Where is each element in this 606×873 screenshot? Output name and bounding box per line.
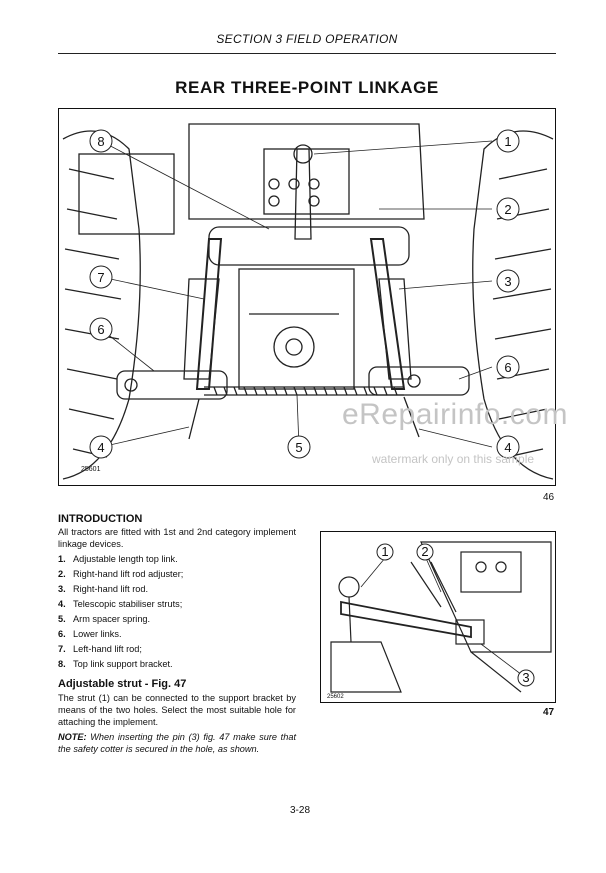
list-item: 8.Top link support bracket. — [58, 659, 173, 669]
list-item: 2.Right-hand lift rod adjuster; — [58, 569, 184, 579]
list-item: 6.Lower links. — [58, 629, 122, 639]
callout-2: 2 — [496, 197, 520, 221]
callout-3: 3 — [496, 269, 520, 293]
svg-text:4: 4 — [97, 440, 104, 455]
callout-1: 1 — [496, 129, 520, 153]
callout-2-fig47: 2 — [416, 543, 434, 561]
svg-text:5: 5 — [295, 440, 302, 455]
svg-text:1: 1 — [381, 544, 388, 559]
callout-6-left: 6 — [89, 317, 113, 341]
svg-text:7: 7 — [97, 270, 104, 285]
callout-3-fig47: 3 — [517, 669, 535, 687]
svg-text:6: 6 — [504, 360, 511, 375]
introduction-text: All tractors are fitted with 1st and 2nd… — [58, 527, 296, 549]
svg-text:3: 3 — [522, 670, 529, 685]
svg-text:1: 1 — [504, 134, 511, 149]
svg-text:2: 2 — [421, 544, 428, 559]
adjustable-strut-text: The strut (1) can be connected to the su… — [58, 693, 296, 727]
figure-47: 1 2 3 25602 — [320, 531, 556, 703]
list-item: 5.Arm spacer spring. — [58, 614, 151, 624]
note-paragraph: NOTE: When inserting the pin (3) fig. 47… — [58, 731, 296, 755]
linkage-illustration: 1 2 3 4 5 6 6 7 8 4 25601 — [62, 123, 554, 480]
figure-code: 25601 — [81, 466, 101, 473]
figure-47-code: 25602 — [327, 694, 344, 700]
parts-list: 1.Adjustable length top link. 2.Right-ha… — [58, 552, 298, 672]
list-item: 1.Adjustable length top link. — [58, 554, 178, 564]
callout-5: 5 — [287, 435, 311, 459]
callout-1-fig47: 1 — [376, 543, 394, 561]
svg-text:6: 6 — [97, 322, 104, 337]
callout-8: 8 — [89, 129, 113, 153]
figure-number-47: 47 — [543, 707, 555, 718]
svg-text:4: 4 — [504, 440, 511, 455]
list-item: 7.Left-hand lift rod; — [58, 644, 142, 654]
watermark-notice: watermark only on this sample — [372, 452, 535, 466]
header-rule — [58, 53, 556, 54]
introduction-heading: INTRODUCTION — [58, 513, 143, 525]
page-number: 3-28 — [290, 805, 311, 816]
section-header: SECTION 3 FIELD OPERATION — [216, 32, 398, 46]
callout-6-right: 6 — [496, 355, 520, 379]
svg-text:2: 2 — [504, 202, 511, 217]
svg-text:8: 8 — [97, 134, 104, 149]
figure-number-46: 46 — [543, 492, 555, 503]
strut-illustration: 1 2 3 25602 — [327, 541, 552, 700]
adjustable-strut-heading: Adjustable strut - Fig. 47 — [58, 678, 187, 690]
callout-7: 7 — [89, 265, 113, 289]
callout-4-right: 4 — [496, 435, 520, 459]
callout-4-left: 4 — [89, 435, 113, 459]
list-item: 4.Telescopic stabiliser struts; — [58, 599, 183, 609]
note-label: NOTE: — [58, 732, 87, 742]
list-item: 3.Right-hand lift rod. — [58, 584, 149, 594]
note-text: When inserting the pin (3) fig. 47 make … — [58, 732, 296, 754]
page-title: REAR THREE-POINT LINKAGE — [175, 78, 439, 97]
figure-46: 1 2 3 4 5 6 6 7 8 4 25601 — [58, 108, 556, 486]
svg-text:3: 3 — [504, 274, 511, 289]
watermark-site: eRepairinfo.com — [342, 398, 568, 431]
